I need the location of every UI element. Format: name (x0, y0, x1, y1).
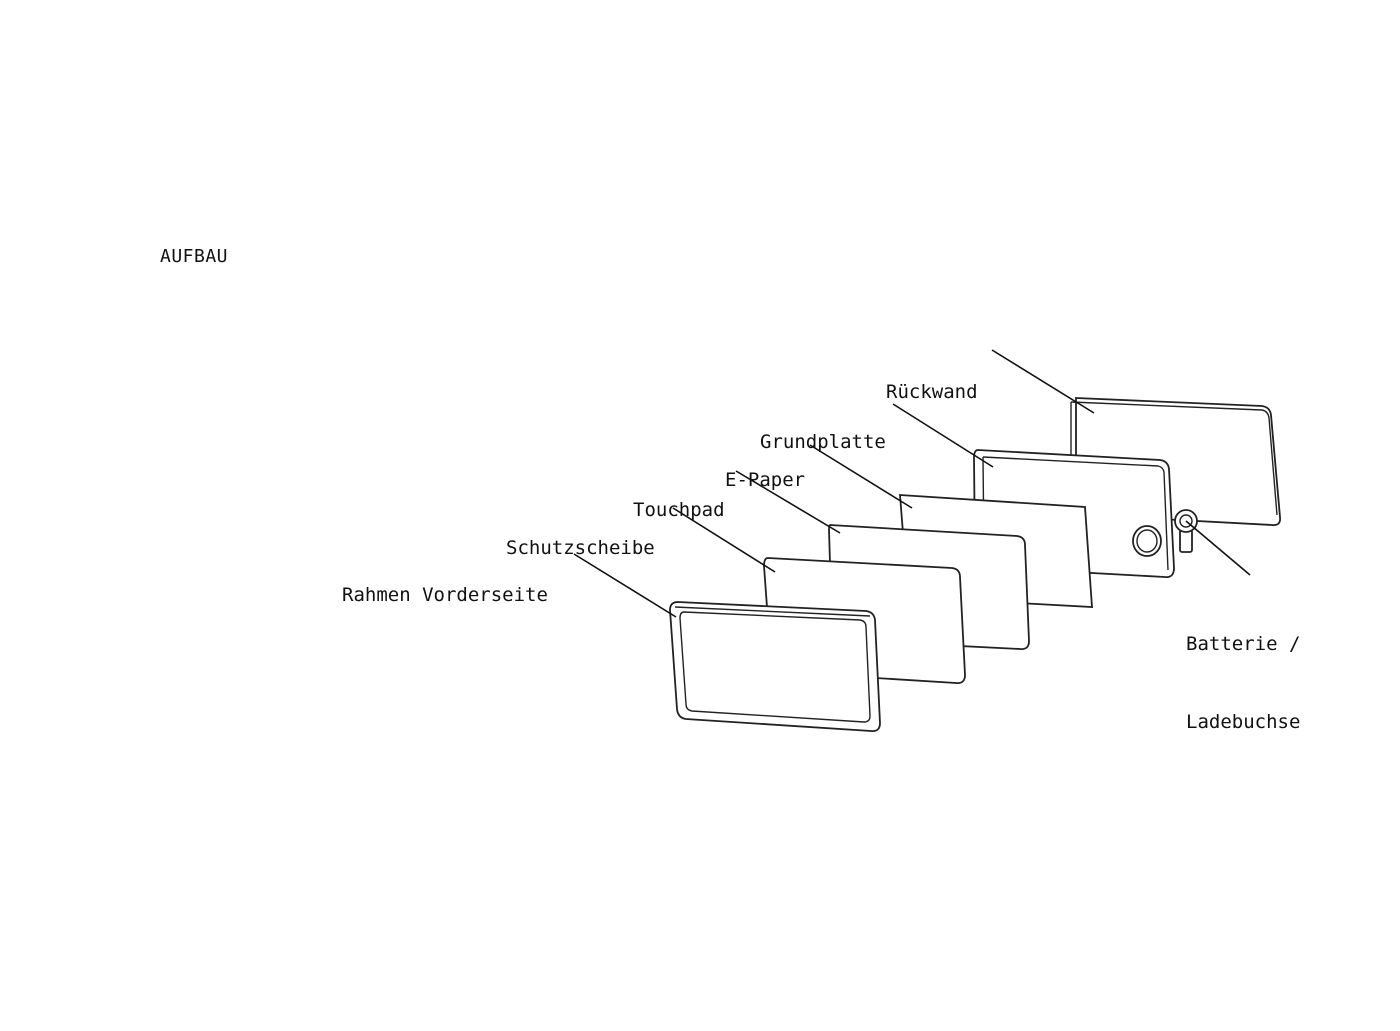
label-rueckwand: Rückwand (886, 327, 978, 457)
leader-schutzscheibe (672, 507, 776, 573)
label-line: Ladebuchse (1186, 711, 1301, 733)
diagram-title: AUFBAU (160, 246, 229, 267)
label-epaper: E-Paper (725, 415, 805, 545)
label-batterie-ladebuchse: Batterie / Ladebuchse (1186, 579, 1300, 787)
label-line: Schutzscheibe (506, 537, 655, 559)
leader-grundplatte (892, 403, 994, 468)
leader-rahmen (573, 553, 677, 618)
part-rahmen (669, 601, 881, 732)
leader-touchpad (735, 470, 841, 534)
leader-lines (573, 349, 1251, 618)
label-grundplatte: Grundplatte (760, 377, 886, 507)
label-touchpad: Touchpad (633, 445, 725, 575)
leader-batterie (1185, 520, 1251, 576)
leader-epaper (809, 444, 913, 509)
label-line: Batterie / (1186, 633, 1301, 655)
label-line: Touchpad (633, 499, 725, 521)
label-schutzscheibe: Schutzscheibe (506, 483, 655, 613)
leader-rueckwand (991, 349, 1095, 414)
label-line: Grundplatte (760, 431, 886, 453)
label-line: Rückwand (886, 381, 978, 403)
label-line: Rahmen Vorderseite (342, 584, 548, 606)
label-line: E-Paper (725, 469, 806, 491)
part-batterie (1174, 509, 1198, 553)
label-rahmen-vorderseite: Rahmen Vorderseite (342, 530, 548, 660)
